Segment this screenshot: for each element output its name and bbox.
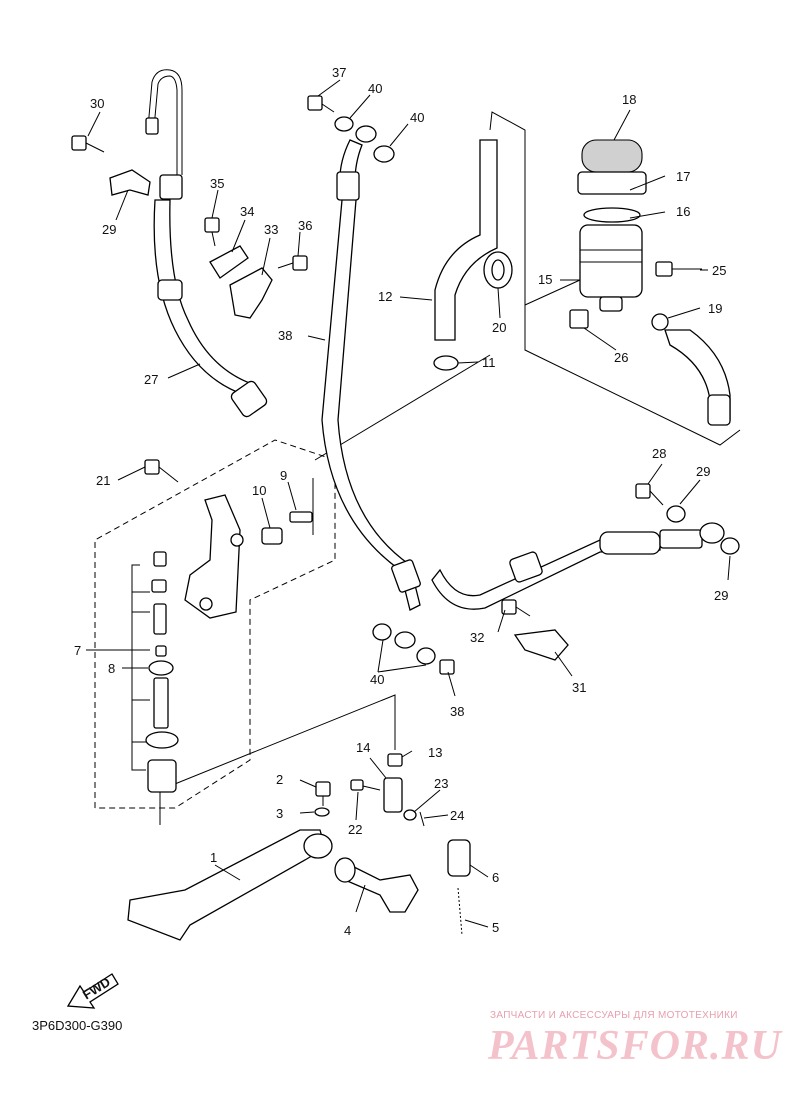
master-cylinder bbox=[95, 459, 314, 793]
callout-4: 4 bbox=[344, 923, 351, 938]
callout-28: 28 bbox=[652, 446, 666, 461]
bracket-34 bbox=[229, 267, 273, 319]
callout-13: 13 bbox=[428, 745, 442, 760]
callout-25: 25 bbox=[712, 263, 726, 278]
reservoir-body bbox=[579, 224, 643, 298]
callout-38: 38 bbox=[278, 328, 292, 343]
callout-24: 24 bbox=[450, 808, 464, 823]
watermark-logo: PARTSFOR.RU bbox=[488, 1023, 782, 1069]
callout-12: 12 bbox=[378, 289, 392, 304]
callout-39-top: 37 bbox=[332, 65, 346, 80]
reservoir-assembly bbox=[433, 139, 702, 371]
callout-1: 1 bbox=[210, 850, 217, 865]
fwd-arrow-icon bbox=[66, 973, 119, 1009]
brake-pedal bbox=[127, 829, 326, 941]
master-cylinder-boundary bbox=[314, 354, 491, 461]
callout-22: 22 bbox=[348, 822, 362, 837]
pedal-shaft bbox=[339, 858, 419, 913]
callout-9: 9 bbox=[280, 468, 287, 483]
leader-lines bbox=[86, 79, 731, 928]
boundary-lines bbox=[94, 111, 741, 825]
callout-21: 21 bbox=[96, 473, 110, 488]
reservoir-hose-12 bbox=[434, 139, 498, 341]
cylinder-body bbox=[184, 494, 241, 619]
callout-17: 17 bbox=[676, 169, 690, 184]
callout-11: 11 bbox=[482, 355, 496, 370]
callout-40-a: 40 bbox=[368, 81, 382, 96]
callout-27: 27 bbox=[144, 372, 158, 387]
callout-14: 14 bbox=[356, 740, 370, 755]
callout-40-c: 40 bbox=[370, 672, 384, 687]
callout-34: 33 bbox=[264, 222, 278, 237]
callout-37: 36 bbox=[298, 218, 312, 233]
callout-39-bottom: 38 bbox=[450, 704, 464, 719]
callout-33: 32 bbox=[470, 630, 484, 645]
brake-pedal-assembly: FWD bbox=[66, 753, 471, 1009]
bracket-32 bbox=[513, 629, 569, 661]
callout-2: 2 bbox=[276, 772, 283, 787]
callout-16: 16 bbox=[676, 204, 690, 219]
brake-hose-38 bbox=[321, 139, 421, 611]
callout-29-a: 29 bbox=[696, 464, 710, 479]
cylinder-kit-dashed-box bbox=[94, 439, 336, 809]
callout-36: 35 bbox=[210, 176, 224, 191]
callout-6: 6 bbox=[492, 870, 499, 885]
callout-5: 5 bbox=[492, 920, 499, 935]
hoses bbox=[145, 69, 731, 649]
callout-31: 30 bbox=[90, 96, 104, 111]
brake-pipe bbox=[147, 69, 183, 175]
callout-29-b: 29 bbox=[714, 588, 728, 603]
diagram-code: 3P6D300-G390 bbox=[32, 1018, 123, 1033]
callout-40-b: 40 bbox=[410, 110, 424, 125]
pipe-nut bbox=[145, 117, 159, 135]
reservoir-bracket-line bbox=[524, 279, 581, 306]
callout-labels: 30 29 35 34 33 36 37 40 40 12 20 11 18 1… bbox=[74, 65, 728, 938]
bracket-35 bbox=[209, 245, 249, 279]
callout-20: 20 bbox=[492, 320, 506, 335]
callout-8: 8 bbox=[108, 661, 115, 676]
callout-19: 19 bbox=[708, 301, 722, 316]
callout-7: 7 bbox=[74, 643, 81, 658]
callout-35: 34 bbox=[240, 204, 254, 219]
reservoir-cap bbox=[581, 139, 643, 173]
watermark-tagline: ЗАПЧАСТИ И АКСЕССУАРЫ ДЛЯ МОТОТЕХНИКИ bbox=[490, 1010, 738, 1021]
reservoir-boundary bbox=[489, 111, 741, 446]
callout-18: 18 bbox=[622, 92, 636, 107]
callout-3: 3 bbox=[276, 806, 283, 821]
callout-32: 31 bbox=[572, 680, 586, 695]
bracket-30 bbox=[109, 169, 151, 196]
callout-26: 26 bbox=[614, 350, 628, 365]
callout-15: 15 bbox=[538, 272, 552, 287]
callout-30: 29 bbox=[102, 222, 116, 237]
callout-23: 23 bbox=[434, 776, 448, 791]
callout-10: 10 bbox=[252, 483, 266, 498]
return-spring bbox=[457, 887, 463, 936]
